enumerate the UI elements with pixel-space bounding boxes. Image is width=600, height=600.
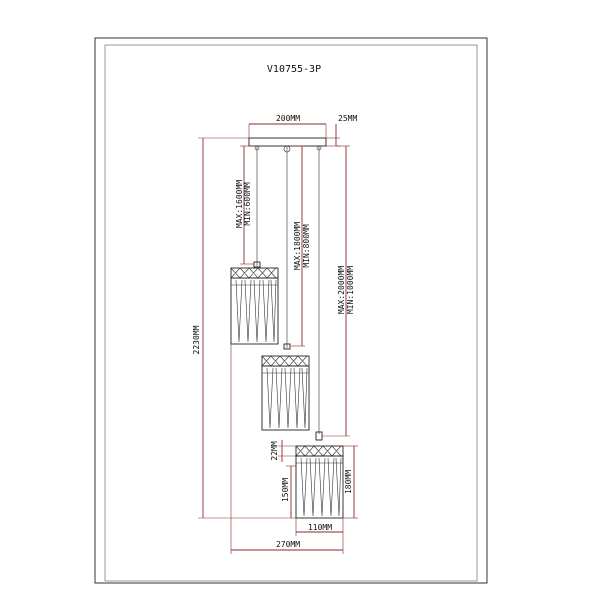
cord1-dimension: MAX:1600MM MIN:600MM — [235, 145, 254, 265]
crystal-height-dimension: 150MM — [281, 465, 296, 518]
cord3-dimension: MAX:2000MM MIN:1000MM — [322, 145, 355, 437]
shade-height-label: 180MM — [344, 470, 353, 494]
overall-width-label: 270MM — [276, 540, 300, 549]
cord2-dimension: MAX:1800MM MIN:800MM — [291, 145, 311, 347]
pendant-1 — [230, 145, 279, 345]
cord3-max-label: MAX:2000MM — [337, 266, 346, 314]
canopy-height-label: 25MM — [338, 114, 357, 123]
overall-width-dimension: 270MM — [230, 344, 344, 554]
shade-width-label: 110MM — [308, 523, 332, 532]
canopy-width-label: 200MM — [276, 114, 300, 123]
cord1-max-label: MAX:1600MM — [235, 180, 244, 228]
canopy — [248, 137, 327, 147]
inner-frame — [104, 44, 478, 582]
pendant-3 — [295, 145, 344, 519]
pendant-2 — [261, 145, 310, 431]
outer-frame — [94, 37, 488, 584]
cord2-max-label: MAX:1800MM — [293, 222, 302, 270]
overall-height-label: 2230MM — [192, 325, 201, 354]
crystal-height-label: 150MM — [281, 478, 290, 502]
cap-height-label: 22MM — [270, 441, 279, 460]
cap-height-dimension: 22MM — [270, 440, 296, 462]
shade-height-dimension: 180MM — [343, 445, 358, 519]
canopy-width-dimension: 200MM — [248, 114, 327, 138]
shade-width-dimension: 110MM — [295, 518, 344, 536]
overall-height-dimension: 2230MM — [192, 137, 296, 519]
cord2-min-label: MIN:800MM — [302, 224, 311, 268]
canopy-height-dimension: 25MM — [326, 114, 357, 147]
cord1-min-label: MIN:600MM — [243, 182, 252, 226]
model-title: V10755-3P — [267, 64, 321, 75]
cord3-min-label: MIN:1000MM — [346, 266, 355, 314]
